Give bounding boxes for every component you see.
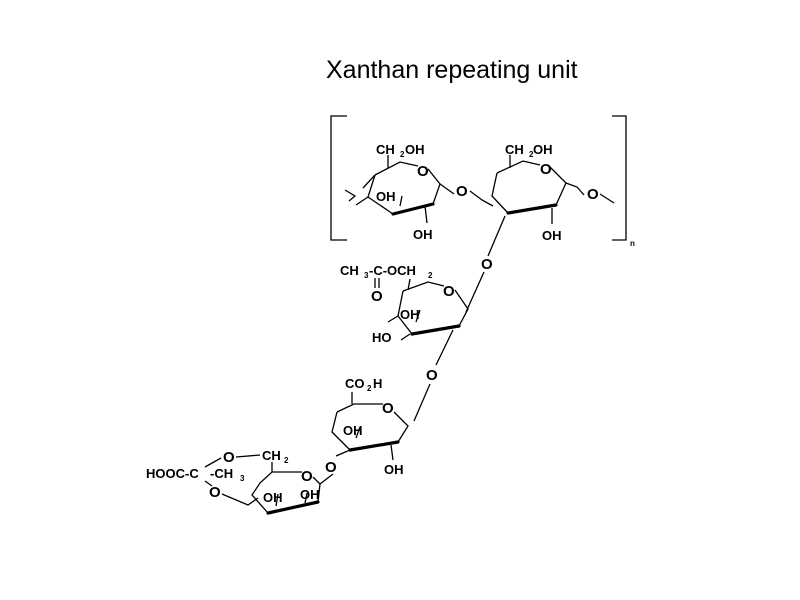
ring2-oh-label: OH bbox=[542, 228, 562, 243]
ring4-oh-upper-label: OH bbox=[343, 423, 363, 438]
ring3-oh-label: OH bbox=[400, 307, 420, 322]
ring1-ch2oh-subscript: 2 bbox=[400, 150, 405, 159]
pyruvate-ch2-subscript: 2 bbox=[284, 456, 289, 465]
pyruvate-ch2-label: CH bbox=[262, 448, 281, 463]
ring3-ho-label: HO bbox=[372, 330, 392, 345]
acetyl-ch3-subscript: 3 bbox=[364, 271, 369, 280]
pyruvate-oxygen-lower: O bbox=[209, 484, 221, 501]
pyruvate-ch3-subscript: 3 bbox=[240, 474, 245, 483]
ring-glucuronic-4: O bbox=[331, 392, 409, 461]
ring-oxygen-1: O bbox=[417, 163, 429, 180]
repeat-bracket-left bbox=[330, 115, 347, 241]
ring5-oh-label-2: OH bbox=[300, 487, 320, 502]
ring2-ch2oh-oh-label: OH bbox=[533, 142, 553, 157]
ring4-oh-lower-label: OH bbox=[384, 462, 404, 477]
ring-oxygen-4: O bbox=[382, 400, 394, 417]
ring4-co2h-h-label: H bbox=[373, 376, 382, 391]
pyruvate-oxygen-upper: O bbox=[223, 449, 235, 466]
ring-glucose-2: O bbox=[491, 155, 585, 224]
acetyl-ester-label: -C-OCH bbox=[369, 263, 416, 278]
ring1-oh-lower-label: OH bbox=[413, 227, 433, 242]
ring1-oh-upper-label: OH bbox=[376, 189, 396, 204]
ring-mannose-3: O bbox=[387, 281, 469, 341]
ring1-ch2oh-oh-label: OH bbox=[405, 142, 425, 157]
glycosidic-oxygen-4-5: O bbox=[325, 459, 337, 476]
ring-mannose-5: O bbox=[251, 468, 321, 515]
pyruvate-hooc-label: HOOC-C bbox=[146, 466, 199, 481]
ring2-ch2oh-subscript: 2 bbox=[529, 150, 534, 159]
ring4-co2h-subscript: 2 bbox=[367, 384, 372, 393]
ring-glucose-1: O bbox=[344, 155, 455, 224]
ring4-co2h-label: CO bbox=[345, 376, 365, 391]
ring2-ch2oh-label: CH bbox=[505, 142, 524, 157]
ring-oxygen-3: O bbox=[443, 283, 455, 300]
acetyl-ch3-label: CH bbox=[340, 263, 359, 278]
ring5-oh-label-1: OH bbox=[263, 490, 283, 505]
repeat-bracket-right bbox=[612, 115, 627, 241]
ring1-ch2oh-label: CH bbox=[376, 142, 395, 157]
repeat-subscript-n: n bbox=[630, 239, 635, 248]
ring-oxygen-2: O bbox=[540, 161, 552, 178]
ring-oxygen-5: O bbox=[301, 468, 313, 485]
acetyl-carbonyl-oxygen: O bbox=[371, 288, 383, 305]
glycosidic-oxygen-right: O bbox=[587, 186, 599, 203]
acetyl-ch2-subscript: 2 bbox=[428, 271, 433, 280]
glycosidic-oxygen-2-3: O bbox=[481, 256, 493, 273]
pyruvate-ch3-label: -CH bbox=[210, 466, 233, 481]
glycosidic-oxygen-1-2: O bbox=[456, 183, 468, 200]
glycosidic-oxygen-3-4: O bbox=[426, 367, 438, 384]
diagram-title: Xanthan repeating unit bbox=[326, 56, 578, 84]
